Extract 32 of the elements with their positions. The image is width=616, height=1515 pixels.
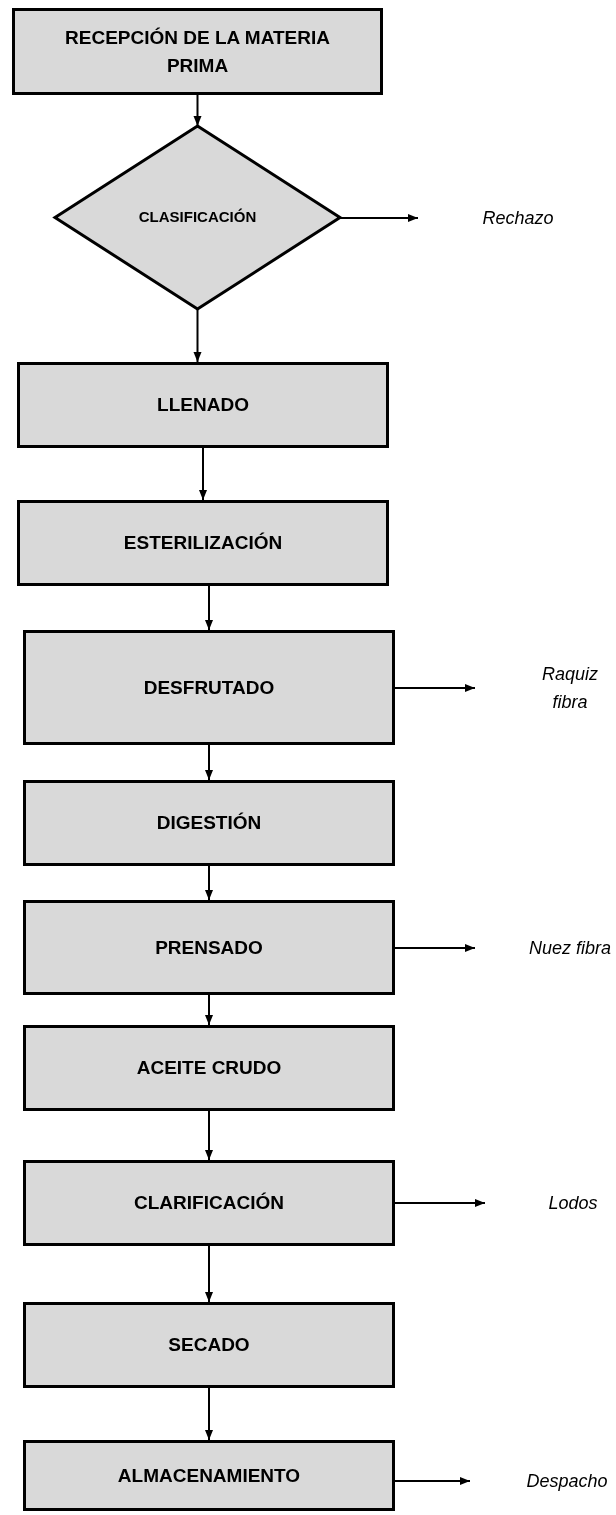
arrow bbox=[205, 865, 213, 901]
arrow bbox=[205, 585, 213, 631]
arrow bbox=[205, 1245, 213, 1303]
arrow bbox=[205, 744, 213, 781]
output-label: Lodos bbox=[535, 1188, 611, 1218]
process-box: DESFRUTADO bbox=[23, 630, 395, 745]
decision-diamond bbox=[52, 124, 343, 311]
output-label: Nuez fibra bbox=[525, 920, 615, 976]
arrow bbox=[205, 1387, 213, 1441]
arrow bbox=[394, 1199, 486, 1207]
output-label: Raquiz fibra bbox=[525, 660, 615, 716]
arrow bbox=[205, 1110, 213, 1161]
process-box: CLARIFICACIÓN bbox=[23, 1160, 395, 1246]
process-box: SECADO bbox=[23, 1302, 395, 1388]
output-label: Rechazo bbox=[468, 203, 568, 233]
arrow bbox=[394, 944, 476, 952]
output-label: Despacho bbox=[520, 1466, 614, 1496]
diamond-label: CLASIFICACIÓN bbox=[138, 207, 257, 228]
process-box: ESTERILIZACIÓN bbox=[17, 500, 389, 586]
arrow bbox=[193, 94, 202, 127]
arrow bbox=[205, 994, 213, 1026]
process-box: ACEITE CRUDO bbox=[23, 1025, 395, 1111]
arrow bbox=[394, 1477, 471, 1485]
process-box: RECEPCIÓN DE LA MATERIA PRIMA bbox=[12, 8, 383, 95]
arrow bbox=[394, 684, 476, 692]
process-box: DIGESTIÓN bbox=[23, 780, 395, 866]
process-box: LLENADO bbox=[17, 362, 389, 448]
process-box: PRENSADO bbox=[23, 900, 395, 995]
arrow bbox=[199, 447, 207, 501]
arrow bbox=[193, 308, 202, 363]
process-box: ALMACENAMIENTO bbox=[23, 1440, 395, 1511]
arrow bbox=[339, 214, 419, 222]
